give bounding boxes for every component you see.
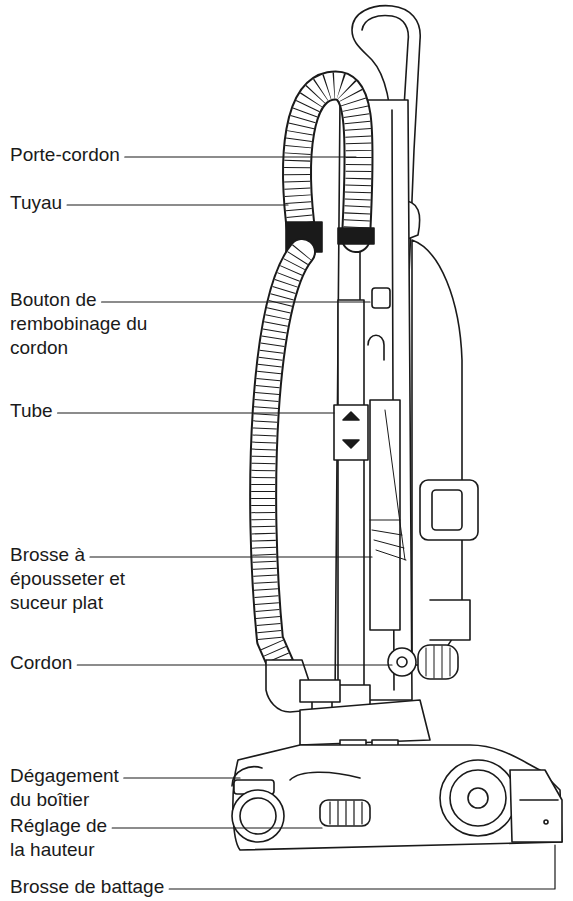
- part-label: Réglage de la hauteur: [10, 814, 122, 862]
- part-label: Bouton de rembobinage du cordon: [10, 288, 158, 360]
- leader-line: [102, 301, 370, 302]
- part-label: Porte-cordon: [10, 143, 260, 167]
- part-label: Brosse de battage: [10, 875, 310, 899]
- part-label: Dégagement du boîtier: [10, 764, 130, 812]
- leader-line: [125, 156, 356, 157]
- part-label: Tube: [10, 399, 260, 423]
- part-label: Cordon: [10, 651, 260, 675]
- leader-line: [124, 777, 240, 778]
- leader-line: [112, 827, 322, 828]
- part-label: Brosse à épousseter et suceur plat: [10, 543, 142, 615]
- leader-line: [169, 845, 555, 889]
- leader-line: [77, 664, 392, 665]
- leader-line: [90, 556, 372, 557]
- leader-line: [58, 412, 334, 413]
- leader-line: [67, 204, 288, 205]
- part-label: Tuyau: [10, 191, 260, 215]
